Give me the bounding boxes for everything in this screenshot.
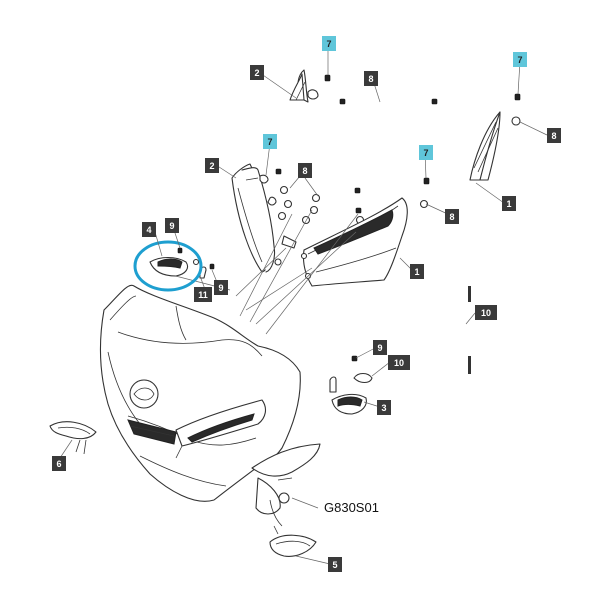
callout-1: 1 xyxy=(410,264,424,279)
part-6-left-indicator xyxy=(49,421,97,455)
svg-text:4: 4 xyxy=(146,225,151,235)
svg-text:5: 5 xyxy=(332,560,337,570)
svg-text:10: 10 xyxy=(394,358,404,368)
part-1-side-cover xyxy=(300,197,408,287)
highlight-ring xyxy=(133,240,203,292)
callout-9: 9 xyxy=(214,280,228,295)
drawing-code: G830S01 xyxy=(324,500,379,515)
callout-7: 7 xyxy=(322,36,336,51)
callout-5: 5 xyxy=(328,557,342,572)
part-4-marker-light xyxy=(133,240,215,292)
callout-10: 10 xyxy=(475,305,497,320)
callout-8: 8 xyxy=(298,163,312,178)
svg-text:9: 9 xyxy=(218,283,223,293)
svg-text:2: 2 xyxy=(254,68,259,78)
svg-text:9: 9 xyxy=(377,343,382,353)
callout-1: 1 xyxy=(502,196,516,211)
svg-text:9: 9 xyxy=(169,221,174,231)
svg-text:1: 1 xyxy=(506,199,511,209)
callout-9: 9 xyxy=(373,340,387,355)
callout-8: 8 xyxy=(364,71,378,86)
svg-text:8: 8 xyxy=(449,212,454,222)
part-2-rear-partial xyxy=(289,69,438,105)
svg-text:2: 2 xyxy=(209,161,214,171)
callout-2: 2 xyxy=(250,65,264,80)
callout-3: 3 xyxy=(377,400,391,415)
callout-8: 8 xyxy=(547,128,561,143)
callout-tags: 7 2 8 7 8 1 7 2 xyxy=(52,36,561,572)
svg-text:8: 8 xyxy=(368,74,373,84)
svg-text:7: 7 xyxy=(423,148,428,158)
svg-text:7: 7 xyxy=(326,39,331,49)
edge-marks xyxy=(468,286,471,374)
svg-text:6: 6 xyxy=(56,459,61,469)
callout-6: 6 xyxy=(52,456,66,471)
svg-text:7: 7 xyxy=(267,137,272,147)
svg-text:10: 10 xyxy=(481,308,491,318)
part-3-headlight-unit xyxy=(329,355,373,415)
svg-text:11: 11 xyxy=(198,290,208,300)
callout-9: 9 xyxy=(165,218,179,233)
front-fairing xyxy=(99,284,321,527)
callout-2: 2 xyxy=(205,158,219,173)
callout-4: 4 xyxy=(142,222,156,237)
callout-7: 7 xyxy=(263,134,277,149)
part-1-rear-partial xyxy=(469,93,521,181)
svg-text:1: 1 xyxy=(414,267,419,277)
svg-text:3: 3 xyxy=(381,403,386,413)
callout-7: 7 xyxy=(419,145,433,160)
part-5-right-indicator xyxy=(269,525,317,557)
callout-11: 11 xyxy=(194,287,212,302)
svg-text:8: 8 xyxy=(302,166,307,176)
callout-7: 7 xyxy=(513,52,527,67)
svg-text:7: 7 xyxy=(517,55,522,65)
fasteners-row xyxy=(277,177,430,225)
callout-10: 10 xyxy=(388,355,410,370)
svg-text:8: 8 xyxy=(551,131,556,141)
callout-8: 8 xyxy=(445,209,459,224)
